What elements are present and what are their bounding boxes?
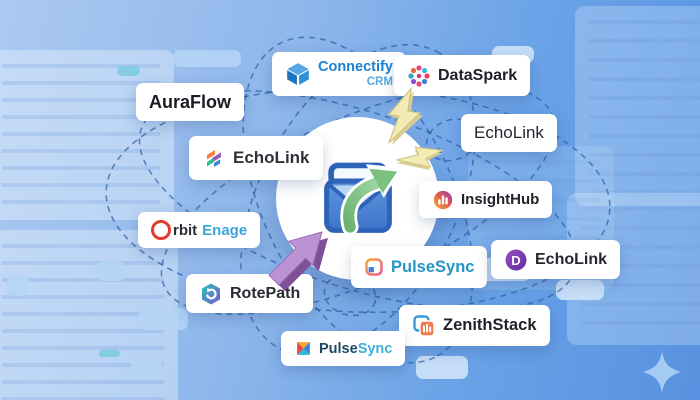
badge-echolink-left: EchoLink [189,136,323,180]
badge-label: Connectify [318,59,393,76]
badge-zenithstack: ZenithStack [399,305,550,346]
lightning-bolt-icon [396,146,445,171]
zigzag-layers-icon [207,150,221,167]
ghost-chip [173,50,241,67]
ghost-panel-right-top [575,6,700,206]
cursor-arrow-icon [268,231,328,291]
red-ring-icon [151,220,171,240]
badge-echolink-top-right: EchoLink [461,114,557,152]
ghost-chip [99,350,120,357]
badge-label: EchoLink [474,123,544,142]
ghost-chip [117,66,140,76]
pinwheel-cube-icon [297,342,310,355]
gradient-chart-circle-icon [433,190,453,209]
badge-label-accent: Enage [202,221,248,239]
ghost-chip [416,356,468,379]
badge-label-dark: rbit [173,221,198,239]
badge-pulsesync-bottom: Pulse Sync [281,331,406,366]
svg-text:D: D [511,252,520,267]
badge-label: EchoLink [233,148,310,167]
ghost-panel-top-left [0,50,174,220]
badge-echolink-right: D EchoLink [491,240,621,279]
ghost-chip [556,280,604,300]
badge-connectify-crm: Connectify CRM [272,52,406,96]
badge-label: EchoLink [535,250,608,268]
badge-pulsesync-mid: PulseSync [351,246,488,288]
badge-label: ZenithStack [443,316,537,334]
spark-dots-icon [408,64,430,87]
badge-label: DataSpark [438,66,518,84]
rounded-frame-icon [365,258,383,276]
ghost-chip [139,308,188,330]
badge-label: PulseSync [391,257,475,276]
ghost-chip [97,261,125,281]
ghost-chip [7,276,30,296]
lightning-bolt-icon [387,86,423,146]
badge-label-dark: Pulse [319,340,358,357]
hexagon-swirl-icon [202,283,220,304]
badge-sublabel: CRM [366,75,393,88]
badge-orbit-enage: rbit Enage [138,212,261,248]
cube-icon [287,63,309,85]
badge-label: AuraFlow [149,91,232,112]
badge-label: InsightHub [461,191,540,208]
badge-insighthub: InsightHub [419,181,553,218]
badge-dataspark: DataSpark [394,55,531,96]
badge-auraflow: AuraFlow [136,83,245,121]
stacked-cards-icon [413,314,435,337]
sparkle-icon [643,351,681,393]
email-sync-icon [323,162,402,235]
ghost-chip [131,359,162,379]
badge-label-accent: Sync [357,340,393,357]
purple-d-icon: D [505,249,527,270]
